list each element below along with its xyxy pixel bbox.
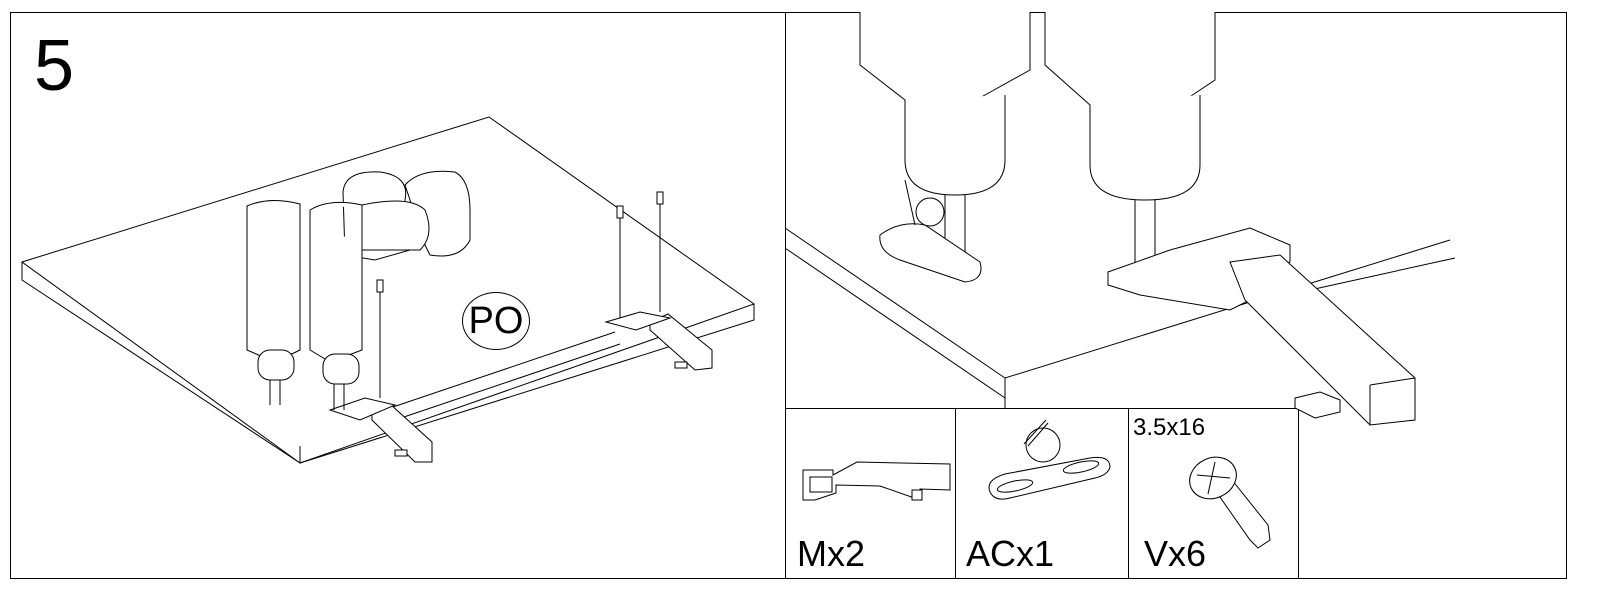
outer-frame — [10, 12, 1567, 579]
ball-catch-icon — [988, 419, 1111, 500]
board-panel — [20, 116, 756, 464]
detail-hardware — [879, 179, 1416, 426]
part-label-hinge: Mx2 — [797, 533, 866, 574]
part-label-screw: Vx6 — [1144, 533, 1207, 574]
screw-icon — [1189, 456, 1271, 549]
hinge-icon — [802, 461, 951, 501]
detail-screwdrivers — [859, 12, 1216, 265]
step-number: 5 — [34, 26, 75, 106]
part-label-ball-catch: ACx1 — [966, 533, 1055, 574]
hinge-plates — [328, 311, 672, 421]
screw-spec: 3.5x16 — [1133, 414, 1206, 441]
screwdrivers — [246, 170, 471, 410]
po-marker: PO — [462, 292, 530, 350]
screw-guides — [376, 191, 664, 398]
